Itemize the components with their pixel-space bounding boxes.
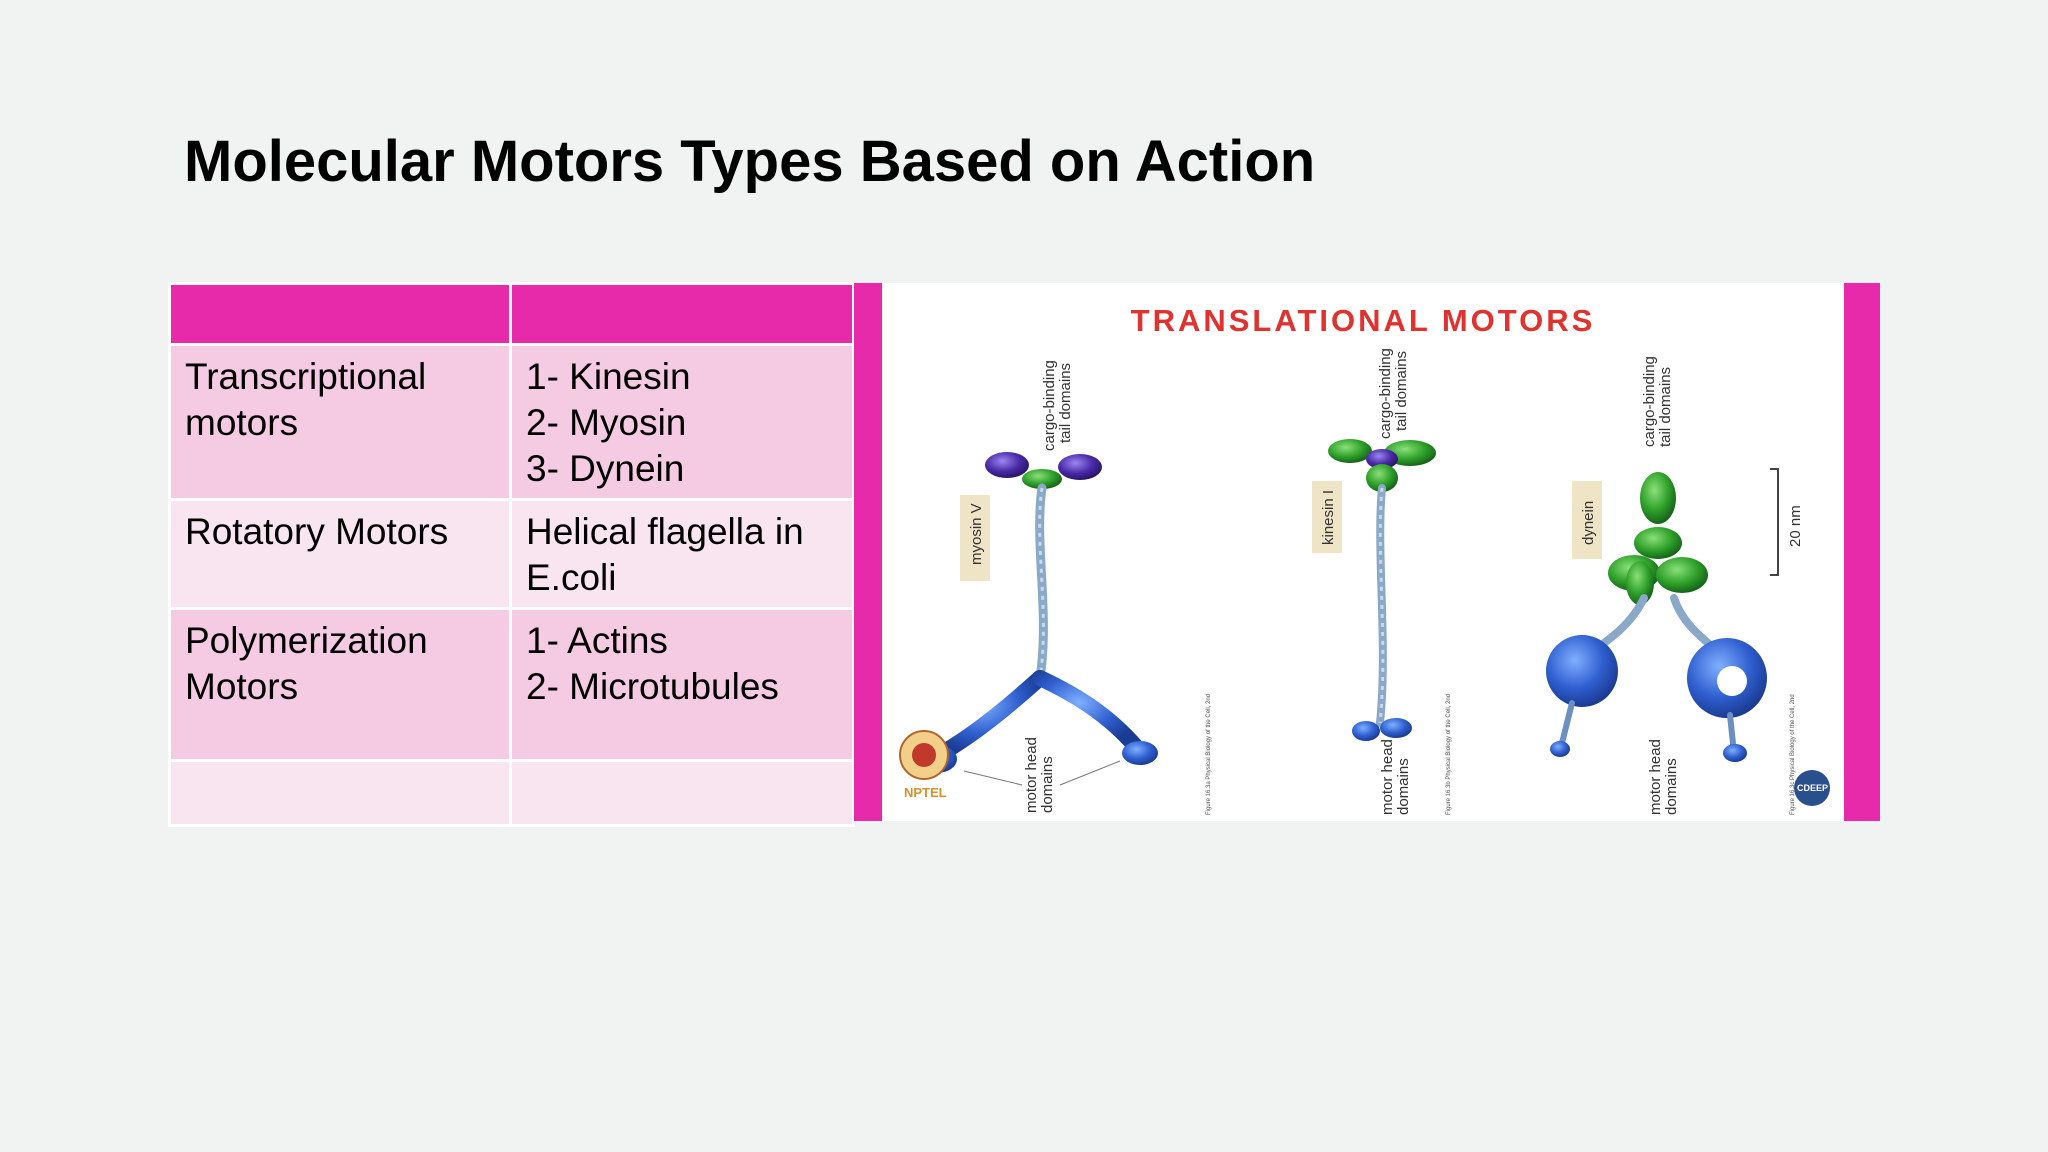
figure-heading: TRANSLATIONAL MOTORS [1130, 303, 1596, 338]
myosin-v-model: myosin V cargo-binding tail domains mo [917, 360, 1212, 815]
table-row: Rotatory Motors Helical flagella in E.co… [168, 498, 855, 610]
kinesin-head-label-2: domains [1395, 758, 1412, 815]
kinesin-name-label: kinesin I [1320, 490, 1337, 545]
table-header-cell [168, 282, 512, 346]
motor-examples-cell [509, 759, 855, 827]
cdeep-logo-text: CDEEP [1797, 783, 1828, 793]
myosin-cargo-label-2: tail domains [1057, 363, 1074, 443]
motor-type-cell: Transcriptional motors [168, 343, 512, 501]
motor-examples-cell: 1- Kinesin 2- Myosin 3- Dynein [509, 343, 855, 501]
dynein-label-tag [1572, 481, 1602, 559]
motor-examples-text: 1- Actins 2- Microtubules [526, 620, 779, 707]
motor-type-cell: Rotatory Motors [168, 498, 512, 610]
dynein-model: dynein cargo-binding tail domains [1546, 356, 1804, 815]
motor-examples-cell: 1- Actins 2- Microtubules [509, 607, 855, 762]
kinesin-head-label-1: motor head [1379, 739, 1396, 815]
kinesin-figure-credit: Figure 16.3b Physical Biology of the Cel… [1446, 694, 1452, 815]
motors-illustration: myosin V cargo-binding tail domains mo [899, 348, 1830, 815]
table-header-cell [509, 282, 855, 346]
slide-title: Molecular Motors Types Based on Action [184, 129, 1316, 194]
kinesin-cargo-label-2: tail domains [1393, 351, 1410, 431]
scale-label: 20 nm [1787, 505, 1804, 547]
myosin-label-tag [960, 495, 990, 581]
scale-bar [1770, 468, 1779, 576]
dynein-name-label: dynein [1580, 501, 1597, 545]
table-row: Polymerization Motors 1- Actins 2- Micro… [168, 607, 855, 762]
motor-type-cell: Polymerization Motors [168, 607, 512, 762]
dynein-figure-credit: Figure 16.3c Physical Biology of the Cel… [1790, 694, 1796, 815]
table-row [168, 759, 855, 827]
table-row: Transcriptional motors 1- Kinesin 2- Myo… [168, 343, 855, 501]
dynein-head-label-2: domains [1663, 758, 1680, 815]
translational-motors-figure: TRANSLATIONAL MOTORS [854, 283, 1880, 821]
myosin-name-label: myosin V [968, 503, 985, 565]
motor-examples-text: 1- Kinesin 2- Myosin 3- Dynein [526, 356, 691, 489]
motor-type-cell [168, 759, 512, 827]
myosin-head-label-1: motor head [1023, 737, 1040, 813]
motor-type-text: Transcriptional motors [185, 356, 427, 443]
table-header-row [168, 282, 855, 346]
kinesin-i-model: kinesin I cargo-binding tail domains mot… [1312, 348, 1452, 815]
dynein-head-label-1: motor head [1647, 739, 1664, 815]
myosin-head-label-2: domains [1039, 756, 1056, 813]
nptel-logo-text: NPTEL [904, 785, 947, 800]
motor-type-text: Polymerization Motors [185, 620, 428, 707]
myosin-figure-credit: Figure 16.3a Physical Biology of the Cel… [1206, 694, 1212, 815]
kinesin-label-tag [1312, 481, 1342, 553]
motor-examples-cell: Helical flagella in E.coli [509, 498, 855, 610]
myosin-cargo-label-1: cargo-binding [1041, 360, 1058, 451]
motor-examples-text: Helical flagella in E.coli [526, 511, 804, 598]
cdeep-logo: CDEEP [1794, 770, 1830, 806]
dynein-cargo-label-2: tail domains [1657, 367, 1674, 447]
dynein-cargo-label-1: cargo-binding [1641, 356, 1658, 447]
nptel-logo: NPTEL [899, 730, 949, 800]
kinesin-cargo-label-1: cargo-binding [1377, 348, 1394, 439]
motor-type-text: Rotatory Motors [185, 511, 449, 552]
motor-types-table: Transcriptional motors 1- Kinesin 2- Myo… [168, 282, 855, 827]
figure-image-area: TRANSLATIONAL MOTORS [882, 283, 1844, 821]
